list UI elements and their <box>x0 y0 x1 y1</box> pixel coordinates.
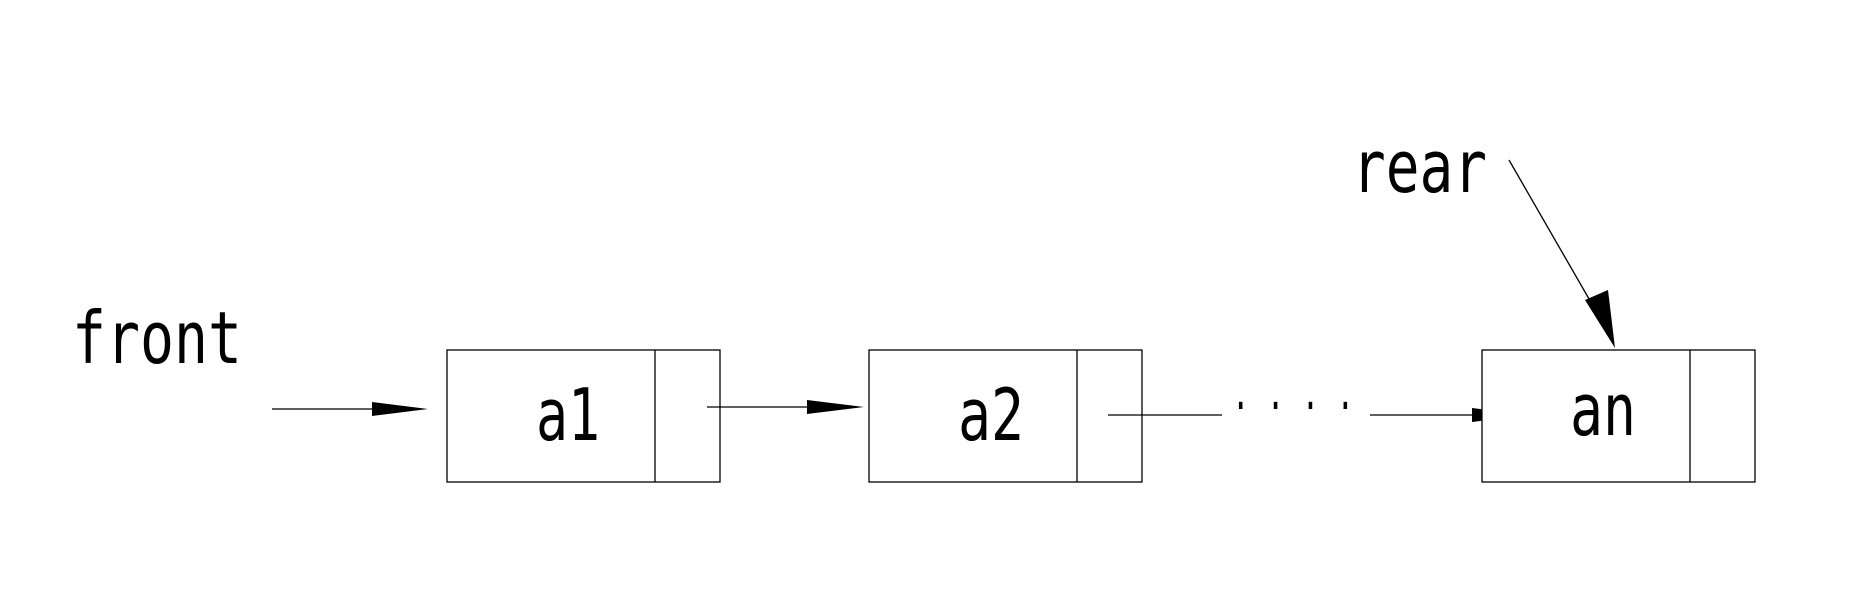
node-an: an <box>1481 349 1756 483</box>
node-a2-label: a2 <box>958 373 1024 457</box>
node-an-box <box>1481 349 1756 483</box>
node-a1: a1 <box>446 349 721 483</box>
node-a2: a2 <box>868 349 1143 483</box>
front-arrow <box>272 402 428 416</box>
node-a2-box <box>868 349 1143 483</box>
front-pointer-label: front <box>72 296 242 380</box>
rear-arrow <box>1508 159 1615 348</box>
arrow-a1-to-a2 <box>707 400 864 414</box>
node-a1-label: a1 <box>536 373 600 457</box>
rear-pointer-label: rear <box>1352 125 1487 209</box>
node-a1-box <box>446 349 721 483</box>
ellipsis: · · · · <box>1232 378 1354 434</box>
node-an-label: an <box>1570 368 1636 452</box>
